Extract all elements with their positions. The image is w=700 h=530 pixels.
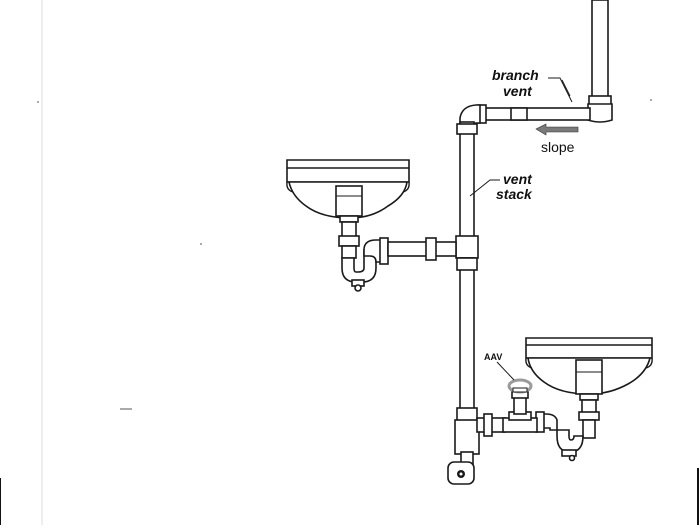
left-sink bbox=[286, 159, 410, 219]
lower-drain-pipe bbox=[476, 389, 538, 437]
branch-vent-pipe bbox=[459, 104, 591, 131]
branch-vent-label: branch vent bbox=[492, 67, 573, 103]
aav-label: AAV bbox=[484, 352, 515, 381]
floor-drain-icon bbox=[447, 461, 475, 485]
vent-stack-label: vent stack bbox=[469, 171, 533, 202]
vent-stack-label-line2: stack bbox=[496, 186, 533, 202]
main-stack-pipe bbox=[587, 0, 613, 123]
slope-arrow-icon bbox=[535, 123, 579, 136]
stray-marks bbox=[37, 99, 652, 410]
slope-indicator: slope bbox=[535, 123, 579, 155]
slope-label: slope bbox=[541, 139, 575, 155]
right-sink bbox=[525, 337, 653, 395]
branch-vent-label-line1: branch bbox=[492, 67, 539, 83]
vent-stack-pipe bbox=[454, 121, 480, 465]
branch-vent-label-line2: vent bbox=[503, 83, 533, 99]
aav-label-text: AAV bbox=[484, 352, 502, 362]
aav-valve bbox=[507, 378, 533, 394]
right-sink-trap bbox=[535, 393, 600, 462]
left-sink-trap bbox=[338, 215, 457, 292]
vent-stack-label-line1: vent bbox=[503, 171, 533, 187]
